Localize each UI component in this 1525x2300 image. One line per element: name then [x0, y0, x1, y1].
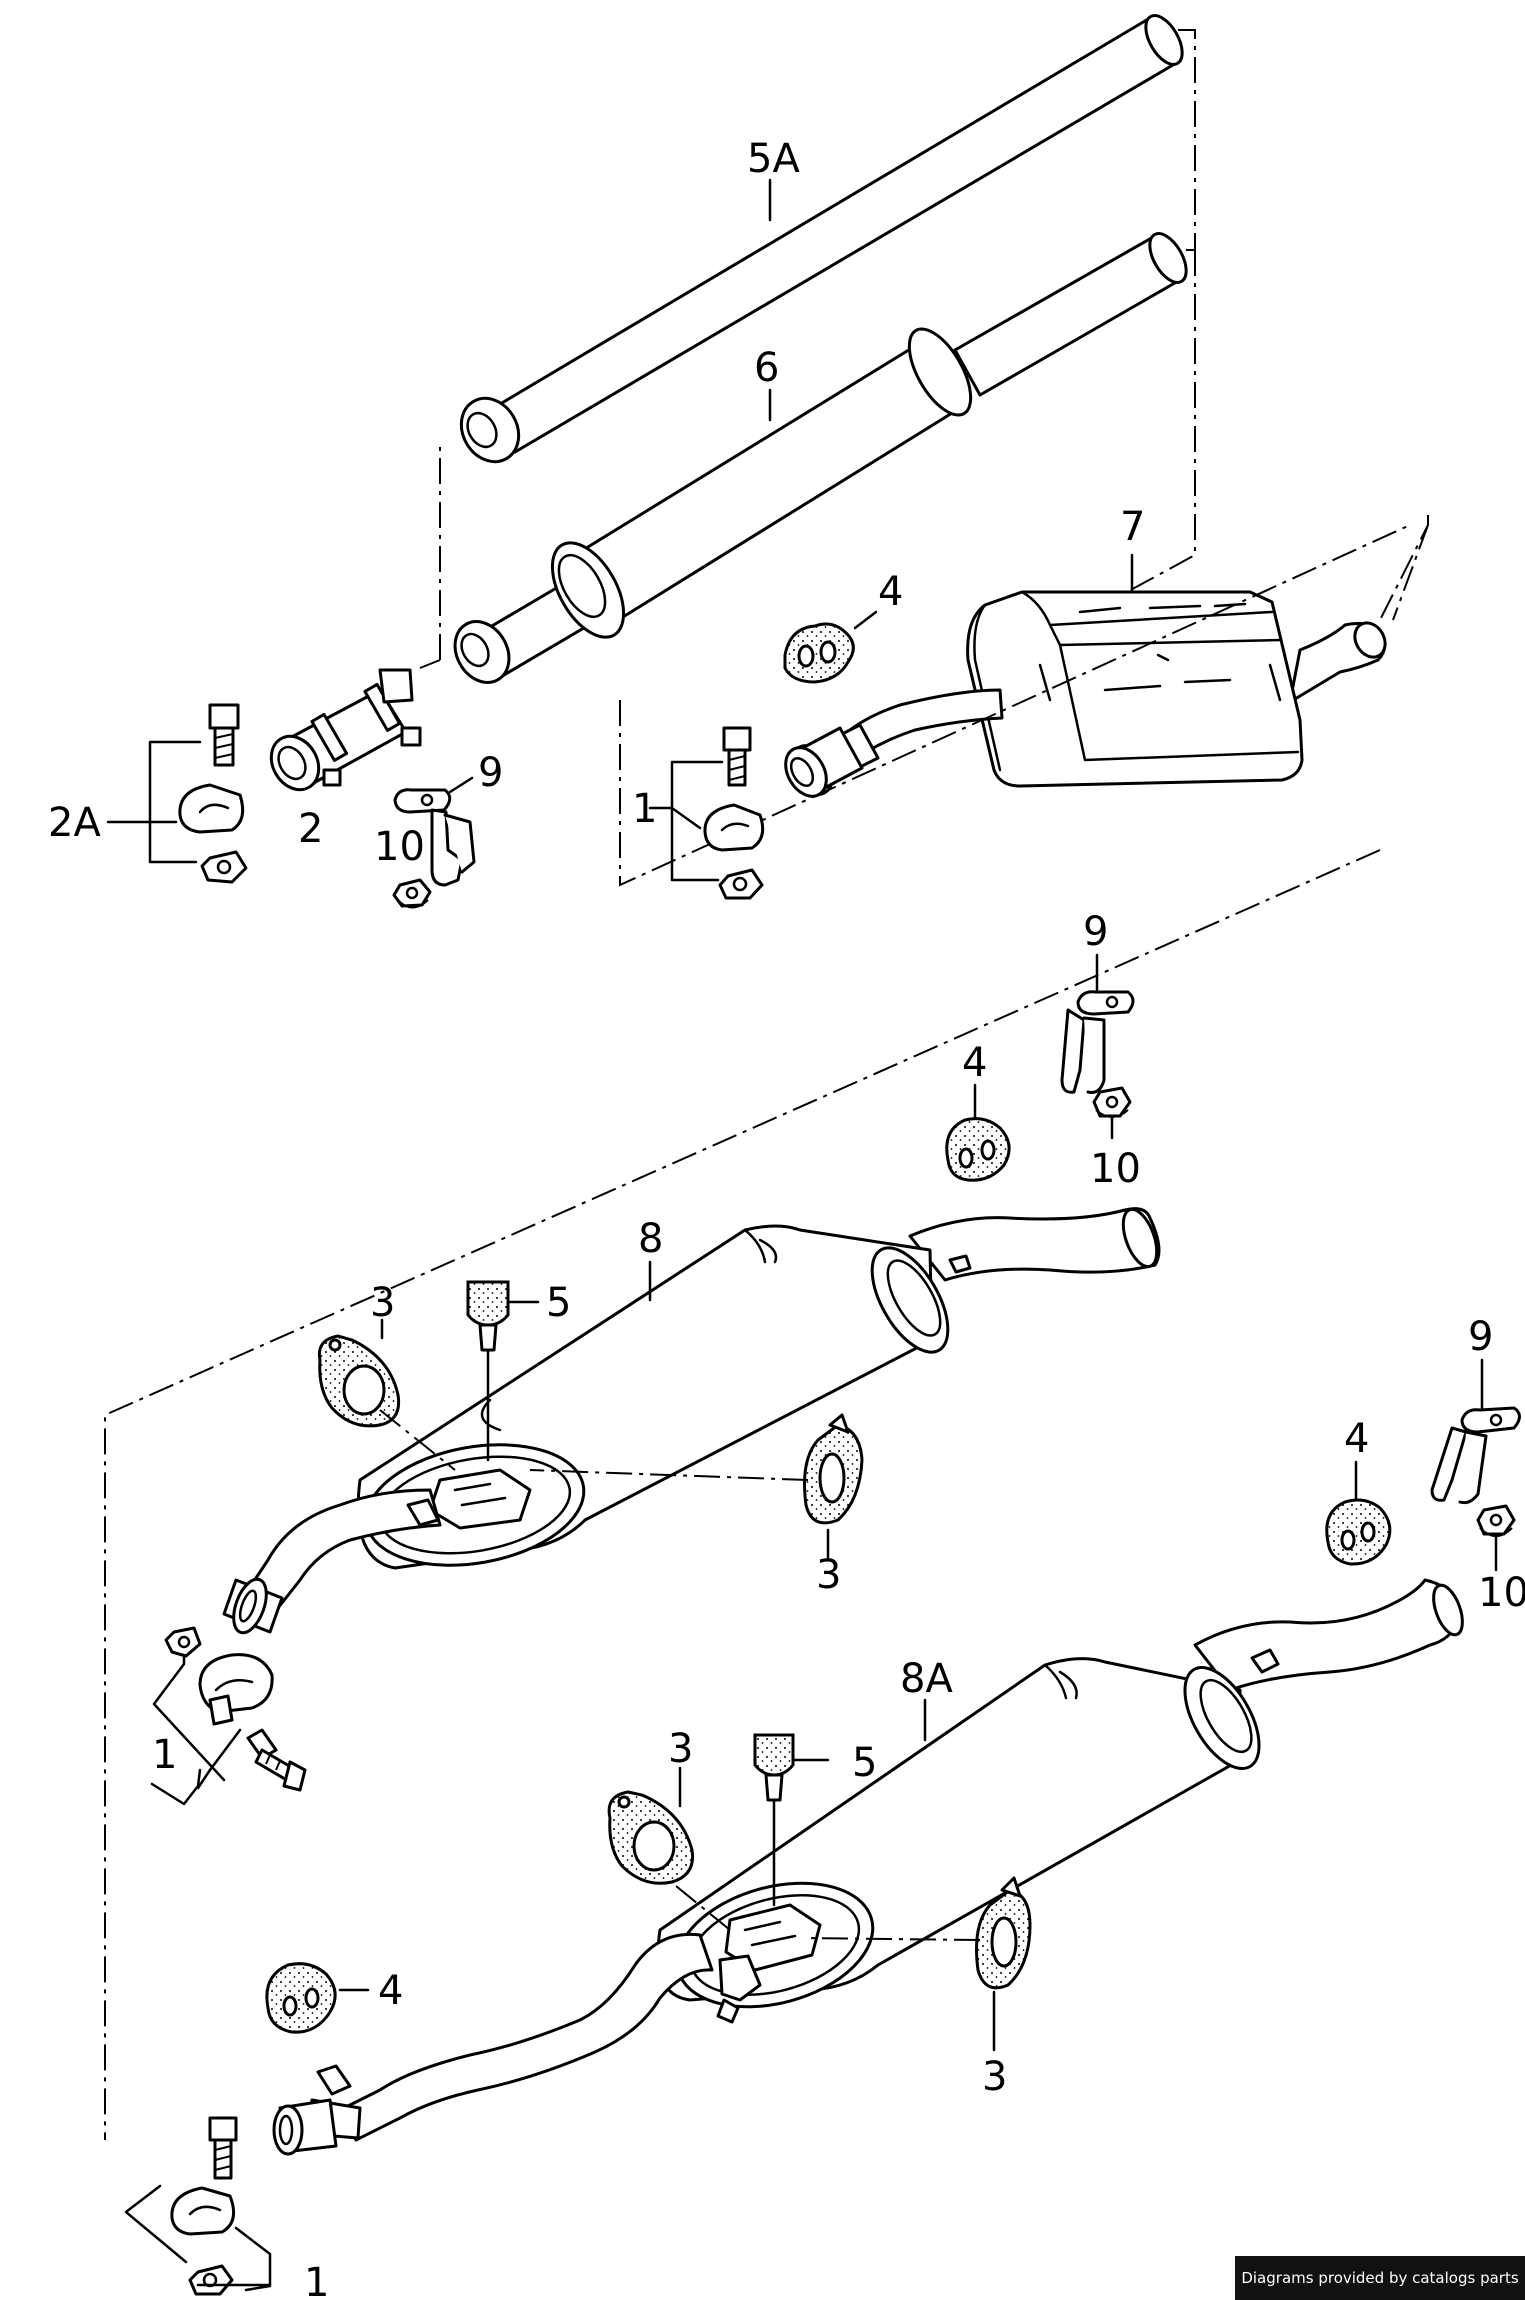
phantom-line-top — [419, 29, 1196, 669]
label-3-lower-right: 3 — [982, 2054, 1007, 2100]
label-10-lower: 10 — [1478, 1570, 1525, 1616]
phantom-line-rear — [619, 515, 1429, 887]
clamp-set-2a — [178, 703, 248, 884]
phantom-line-mid — [104, 849, 1381, 2140]
label-5-lower: 5 — [852, 1740, 877, 1786]
label-9-mid: 9 — [1083, 909, 1108, 955]
leader-5-mid — [486, 1300, 540, 1462]
bracket-2a — [106, 740, 202, 864]
nut-10-top — [392, 878, 432, 909]
intermediate-pipe-5a — [459, 14, 1184, 464]
label-8: 8 — [638, 1216, 663, 1262]
bracket-1-middle — [150, 1654, 242, 1806]
leader-5-lower — [772, 1758, 830, 1907]
rear-muffler-7 — [784, 590, 1387, 798]
leader-9-top — [448, 776, 474, 794]
label-4-mid: 4 — [962, 1040, 987, 1086]
label-1-lower: 1 — [304, 2260, 329, 2300]
label-7: 7 — [1120, 504, 1145, 550]
nut-10-mid — [1092, 1086, 1132, 1118]
rubber-hanger-4-top — [783, 622, 855, 684]
label-6: 6 — [754, 345, 779, 391]
credit-footer: Diagrams provided by catalogs parts — [1235, 2256, 1525, 2300]
label-8a: 8A — [900, 1656, 953, 1702]
gasket-3-upper-right — [803, 1413, 864, 1525]
label-5-mid: 5 — [546, 1280, 571, 1326]
rubber-hanger-4-lower-left — [265, 1962, 337, 2034]
clamp-set-1-middle — [164, 1626, 307, 1792]
label-3-lower-left: 3 — [668, 1726, 693, 1772]
label-3-upper-left: 3 — [370, 1280, 395, 1326]
clamp-set-1-lower — [170, 2116, 238, 2296]
phantom-line-lower — [675, 1885, 981, 1941]
center-muffler-pipe-6 — [453, 232, 1188, 684]
label-9-lower: 9 — [1468, 1314, 1493, 1360]
bracket-1-upper — [648, 760, 724, 882]
label-10-top: 10 — [374, 824, 425, 870]
label-10-mid: 10 — [1090, 1146, 1141, 1192]
connector-sleeve-2 — [269, 668, 422, 792]
label-4-lower-right: 4 — [1344, 1416, 1369, 1462]
label-2a: 2A — [48, 800, 101, 846]
label-9-top: 9 — [478, 750, 503, 796]
label-1-middle: 1 — [152, 1732, 177, 1778]
gasket-3-lower-left — [607, 1790, 695, 1885]
hanger-bracket-9-lower — [1430, 1406, 1521, 1505]
hanger-bracket-9-mid — [1060, 990, 1135, 1094]
gasket-3-lower-right — [975, 1876, 1032, 1990]
rubber-bumper-5-lower — [753, 1733, 795, 1802]
nut-10-lower — [1476, 1504, 1516, 1537]
rubber-hanger-4-mid — [945, 1117, 1011, 1182]
gasket-3-upper-left — [317, 1334, 401, 1428]
label-5a: 5A — [747, 136, 800, 182]
label-4-lower-left: 4 — [378, 1968, 403, 2014]
rubber-hanger-4-lower-right — [1325, 1498, 1392, 1566]
bracket-1-lower — [124, 2184, 272, 2292]
muffler-8 — [222, 1207, 1161, 1635]
label-2: 2 — [298, 806, 323, 852]
label-1-upper: 1 — [632, 786, 657, 832]
hanger-bracket-9-top — [393, 788, 476, 887]
leader-4-top — [853, 610, 878, 630]
label-3-upper-right: 3 — [816, 1552, 841, 1598]
rubber-bumper-5-mid — [466, 1280, 510, 1352]
label-4-top: 4 — [878, 569, 903, 615]
muffler-8a — [272, 1578, 1464, 2156]
clamp-set-1-upper — [703, 726, 765, 900]
